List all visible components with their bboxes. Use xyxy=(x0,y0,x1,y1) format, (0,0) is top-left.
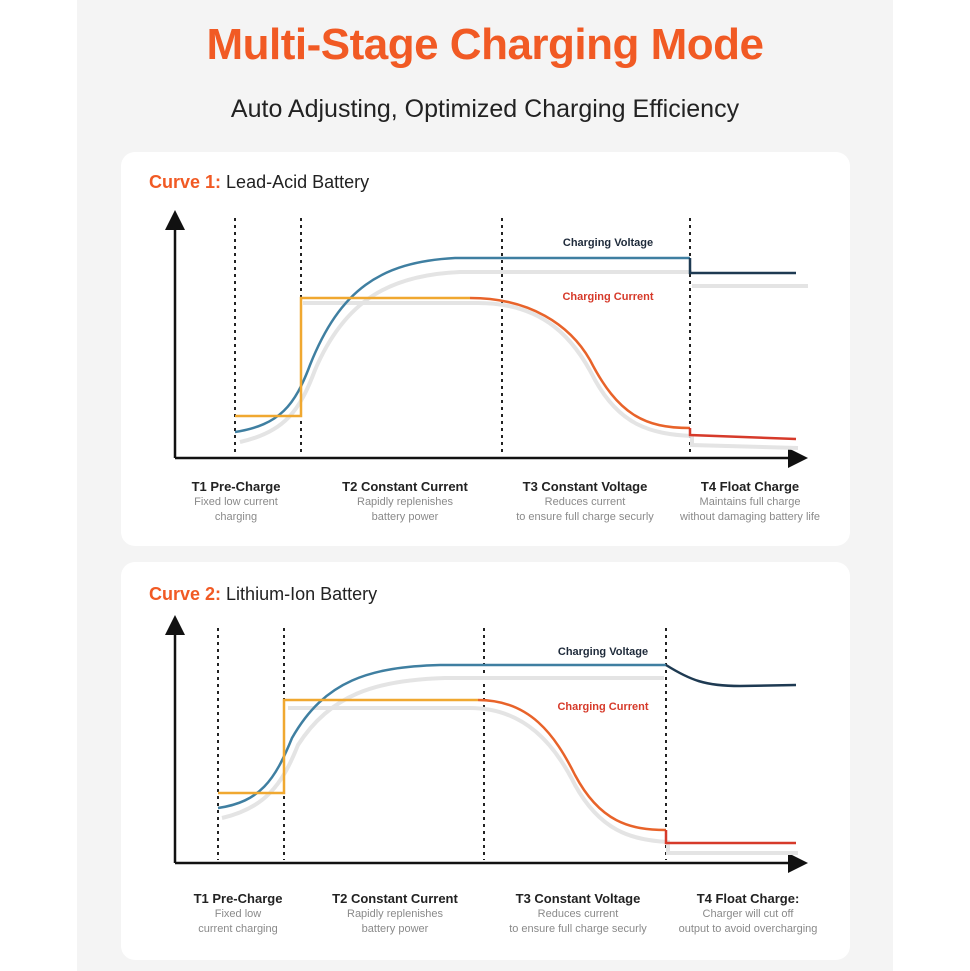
stage-desc-2: without damaging battery life xyxy=(679,511,821,523)
stage-label-t2: T2 Constant Current Rapidly replenishes … xyxy=(315,479,495,524)
stage-desc-1: Fixed low current xyxy=(194,496,278,508)
stage-label-t1: T1 Pre-Charge Fixed low current charging xyxy=(148,891,328,936)
stage-desc-2: to ensure full charge securly xyxy=(509,923,647,935)
voltage-shadow xyxy=(221,676,664,820)
voltage-label: Charging Voltage xyxy=(563,237,653,249)
stage-desc-1: Rapidly replenishes xyxy=(347,908,443,920)
stage-name: T1 Pre-Charge xyxy=(193,891,283,906)
curve-name: Lithium-Ion Battery xyxy=(226,584,378,604)
voltage-float-curve xyxy=(665,663,797,688)
stage-desc-2: current charging xyxy=(198,923,278,935)
stage-name: T2 Constant Current xyxy=(332,891,458,906)
current-label: Charging Current xyxy=(557,701,648,713)
pre-charge-current xyxy=(235,296,470,418)
page-title: Multi-Stage Charging Mode xyxy=(206,20,764,69)
taper-current xyxy=(477,698,667,832)
stage-name: T2 Constant Current xyxy=(342,479,468,494)
stage-desc-1: Rapidly replenishes xyxy=(357,496,453,508)
voltage-float-curve xyxy=(688,258,796,275)
voltage-curve xyxy=(234,256,690,434)
stage-label-t1: T1 Pre-Charge Fixed low current charging xyxy=(146,479,326,524)
curve-title: Curve 1: Lead-Acid Battery xyxy=(149,172,369,193)
stage-name: T3 Constant Voltage xyxy=(515,891,641,906)
stage-name: T1 Pre-Charge xyxy=(191,479,281,494)
curve-card-lead-acid: Curve 1: Lead-Acid Battery xyxy=(121,152,850,546)
stage-desc-2: charging xyxy=(214,511,258,523)
voltage-label: Charging Voltage xyxy=(558,646,648,658)
page-subtitle: Auto Adjusting, Optimized Charging Effic… xyxy=(230,95,740,123)
stage-desc-1: Reduces current xyxy=(537,908,619,920)
stage-name: T3 Constant Voltage xyxy=(522,479,648,494)
curve-title: Curve 2: Lithium-Ion Battery xyxy=(149,584,377,605)
stage-name: T4 Float Charge xyxy=(700,479,800,494)
stage-desc-1: Reduces current xyxy=(544,496,626,508)
float-current xyxy=(688,428,797,441)
stage-desc-1: Fixed low xyxy=(214,908,262,920)
stage-label-t4: T4 Float Charge: Charger will cut off ou… xyxy=(658,891,838,936)
stage-desc-2: output to avoid overcharging xyxy=(678,923,818,935)
taper-current xyxy=(469,296,691,430)
stage-desc-2: battery power xyxy=(361,923,429,935)
float-current xyxy=(664,830,796,845)
curve-name: Lead-Acid Battery xyxy=(226,172,370,192)
stage-desc-2: to ensure full charge securly xyxy=(516,511,654,523)
stage-label-t3: T3 Constant Voltage Reduces current to e… xyxy=(495,479,675,524)
curve-prefix: Curve 1: xyxy=(149,172,222,192)
voltage-curve xyxy=(217,663,666,810)
stage-desc-1: Maintains full charge xyxy=(699,496,801,508)
stage-desc-2: battery power xyxy=(371,511,439,523)
stage-desc-1: Charger will cut off xyxy=(702,908,794,920)
stage-label-t3: T3 Constant Voltage Reduces current to e… xyxy=(488,891,668,936)
stage-name: T4 Float Charge: xyxy=(696,891,800,906)
curve-prefix: Curve 2: xyxy=(149,584,222,604)
current-label: Charging Current xyxy=(562,291,653,303)
stage-label-t2: T2 Constant Current Rapidly replenishes … xyxy=(305,891,485,936)
pre-charge-current xyxy=(218,698,478,795)
curve-card-lithium-ion: Curve 2: Lithium-Ion Battery xyxy=(121,562,850,960)
current-shadow xyxy=(303,301,799,450)
voltage-shadow xyxy=(239,270,692,444)
current-shadow xyxy=(288,706,798,855)
stage-label-t4: T4 Float Charge Maintains full charge wi… xyxy=(660,479,840,524)
